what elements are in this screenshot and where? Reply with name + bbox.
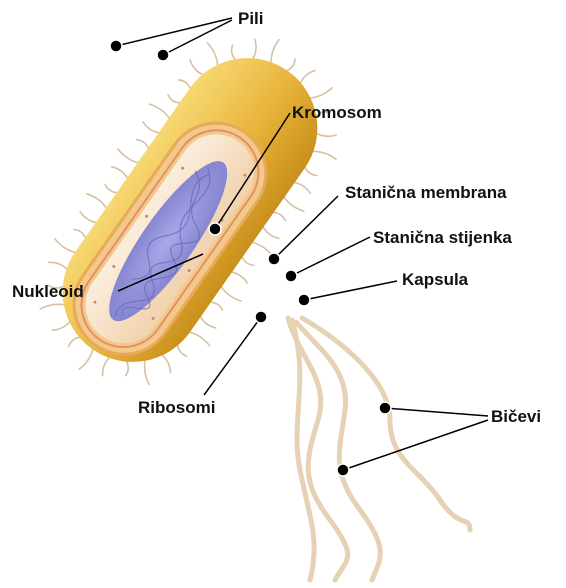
pili-dot-1 [110, 40, 122, 52]
pilus-hair [112, 167, 128, 178]
label-stanicna-stijenka: Stanična stijenka [373, 228, 512, 248]
pilus-hair [40, 304, 64, 309]
pilus-hair [103, 358, 109, 376]
pilus-hair [52, 322, 69, 330]
pilus-hair [313, 151, 336, 159]
pilus-hair [162, 355, 170, 372]
kromosom-dot [209, 223, 221, 235]
flagella [288, 318, 470, 580]
pilus-hair [221, 287, 241, 301]
label-bicevi: Bičevi [491, 407, 541, 427]
pilus-hair [271, 40, 279, 63]
label-pili: Pili [238, 9, 264, 29]
kapsula-dot [298, 294, 310, 306]
bicevi-dot-1 [379, 402, 391, 414]
pilus-hair [69, 337, 80, 346]
pilus-hair [232, 272, 248, 283]
pilus-hair [201, 317, 217, 328]
pilus-hair [149, 104, 169, 118]
pilus-hair [317, 134, 336, 137]
pilus-hair [263, 227, 279, 238]
pili-dot-2 [157, 49, 169, 61]
bicevi-dot-2 [337, 464, 349, 476]
pilus-hair [242, 257, 254, 265]
label-kapsula: Kapsula [402, 270, 468, 290]
label-kromosom: Kromosom [292, 103, 382, 123]
pilus-hair [87, 194, 107, 208]
pilus-hair [79, 350, 93, 370]
pilus-hair [178, 346, 187, 357]
pilus-hair [137, 140, 148, 148]
pilus-hair [232, 45, 235, 59]
stijenka-dot [285, 270, 297, 282]
ribosomi-dot [255, 311, 267, 323]
label-stanicna-membrana: Stanična membrana [345, 183, 507, 203]
pilus-hair [179, 80, 191, 88]
pilus-hair [287, 59, 295, 71]
pilus-hair [118, 149, 138, 163]
pilus-hair [284, 198, 304, 212]
label-ribosomi: Ribosomi [138, 398, 215, 418]
pilus-hair [190, 332, 210, 346]
pilus-hair [274, 212, 285, 220]
pilus-hair [49, 262, 67, 268]
pilus-hair [211, 302, 223, 310]
pilus-hair [55, 239, 75, 253]
pilus-hair [253, 39, 256, 58]
pilus-hair [305, 168, 317, 176]
pilus-hair [295, 183, 311, 194]
membrana-dot [268, 253, 280, 265]
pilus-hair [143, 122, 159, 133]
pilus-hair [80, 212, 96, 223]
pilus-hair [74, 230, 86, 238]
pilus-hair [145, 361, 150, 385]
pilus-hair [105, 185, 117, 193]
pilus-hair [126, 362, 129, 376]
pilus-hair [311, 88, 333, 98]
pilus-hair [301, 70, 315, 82]
pilus-hair [208, 43, 218, 65]
pilus-hair [190, 60, 202, 75]
label-nukleoid: Nukleoid [12, 282, 84, 302]
pilus-hair [168, 95, 179, 103]
